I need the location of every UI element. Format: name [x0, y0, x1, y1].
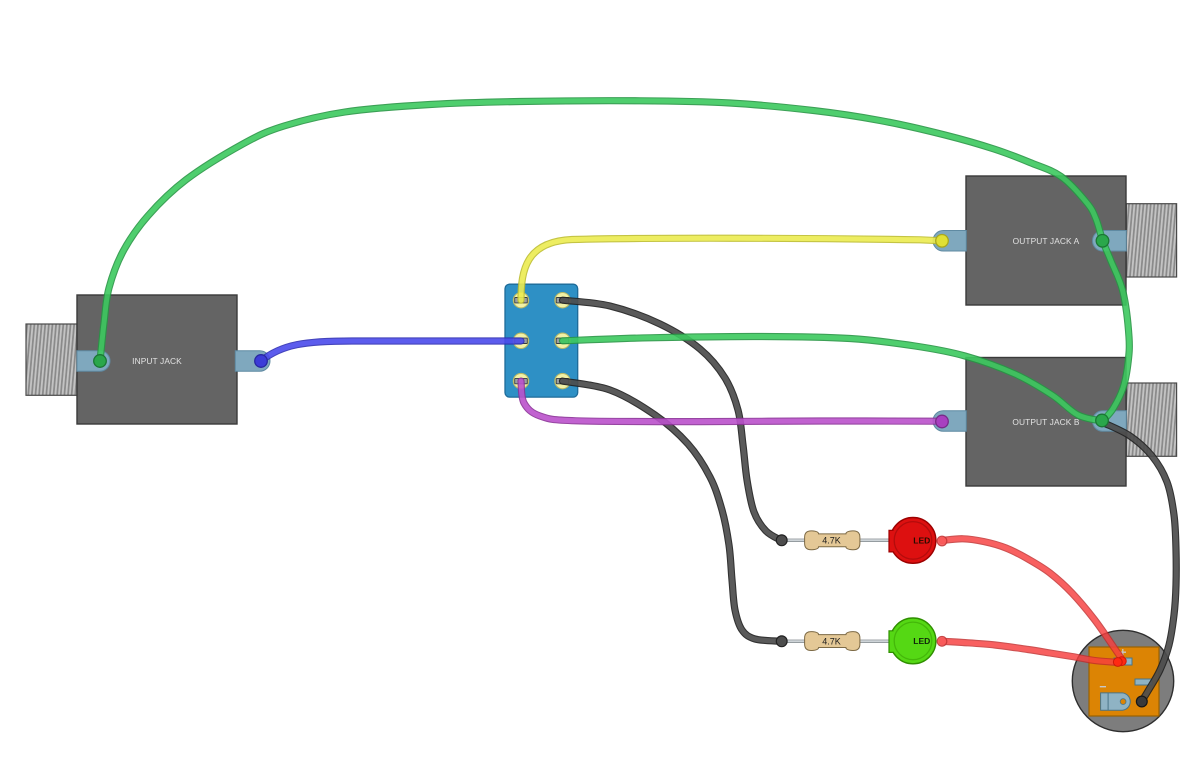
svg-text:INPUT JACK: INPUT JACK [132, 356, 182, 366]
svg-text:4.7K: 4.7K [822, 636, 841, 646]
svg-text:LED: LED [913, 536, 930, 546]
svg-text:OUTPUT JACK B: OUTPUT JACK B [1012, 417, 1080, 427]
svg-text:OUTPUT JACK A: OUTPUT JACK A [1013, 236, 1080, 246]
svg-text:4.7K: 4.7K [822, 536, 841, 546]
svg-text:LED: LED [913, 636, 930, 646]
